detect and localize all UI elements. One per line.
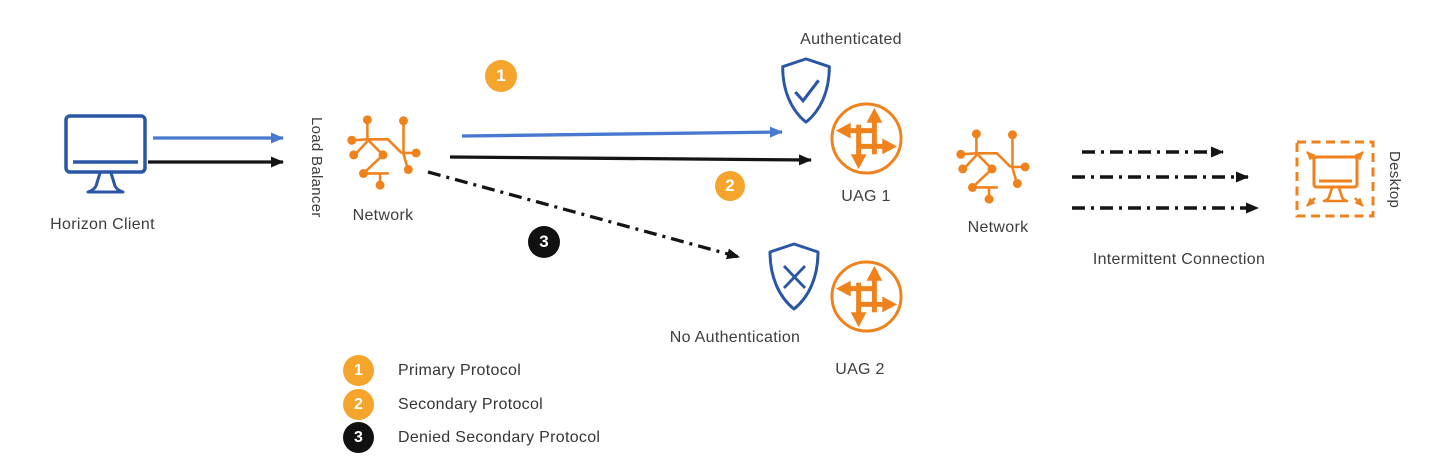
horizon-client-monitor-icon (64, 114, 147, 194)
horizon-client-label: Horizon Client (50, 216, 155, 233)
uag1-icon (830, 102, 903, 175)
shield-check-icon (781, 57, 831, 124)
legend-item-primary-protocol: 1 Primary Protocol (343, 355, 521, 386)
secondary-protocol-arrow (449, 154, 812, 166)
network-left-icon (347, 115, 421, 190)
load-balancer-label: Load Balancer (308, 116, 325, 218)
network-right-icon (956, 129, 1030, 204)
network-left-label: Network (352, 207, 414, 224)
legend-item-denied-secondary-protocol: 3 Denied Secondary Protocol (343, 422, 600, 453)
legend-label-3: Denied Secondary Protocol (398, 428, 601, 446)
network-right-label: Network (967, 219, 1029, 236)
denied-secondary-protocol-arrow (427, 170, 740, 260)
legend-badge-3: 3 (343, 422, 374, 453)
legend-item-secondary-protocol: 2 Secondary Protocol (343, 389, 543, 420)
authenticated-label: Authenticated (800, 31, 902, 48)
no-authentication-label: No Authentication (669, 329, 801, 346)
uag2-label: UAG 2 (835, 361, 885, 378)
legend-badge-1: 1 (343, 355, 374, 386)
uag1-label: UAG 1 (841, 188, 891, 205)
secondary-protocol-badge: 2 (715, 171, 745, 201)
uag2-icon (830, 260, 903, 333)
legend-label-2: Secondary Protocol (398, 395, 544, 413)
legend-label-1: Primary Protocol (398, 361, 522, 379)
denied-secondary-protocol-badge: 3 (528, 226, 560, 258)
desktop-icon (1295, 140, 1375, 218)
intermittent-connection-label: Intermittent Connection (1092, 251, 1266, 268)
primary-protocol-badge: 1 (485, 60, 517, 92)
shield-x-icon (768, 242, 820, 311)
legend-badge-2: 2 (343, 389, 374, 420)
desktop-label: Desktop (1386, 151, 1403, 209)
primary-protocol-arrow (461, 126, 783, 138)
